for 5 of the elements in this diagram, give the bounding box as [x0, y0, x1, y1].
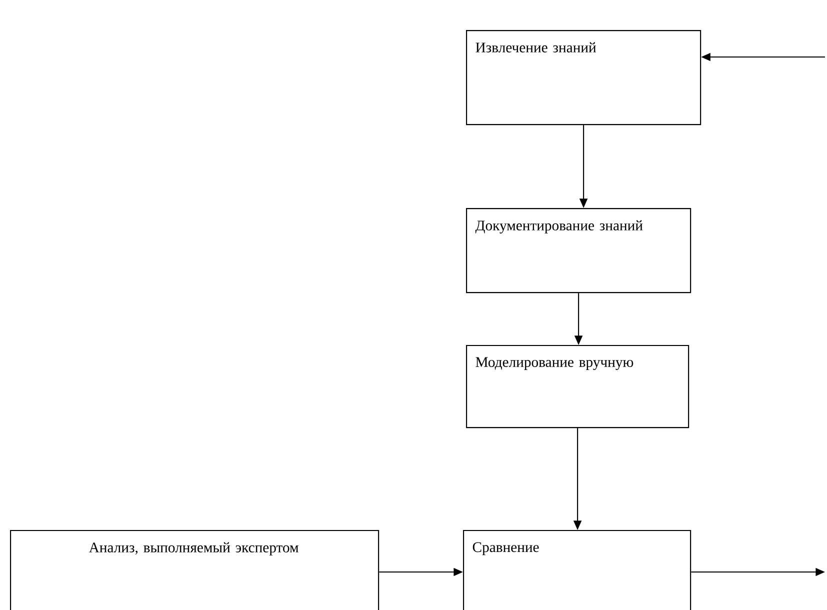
process-box: Документирование знаний	[466, 208, 692, 294]
process-box: Сравнение	[463, 530, 692, 610]
process-box: Моделирование вручную	[466, 345, 690, 428]
process-box: Извлечение знаний	[466, 30, 702, 126]
process-box: Анализ, выполняемый экспертом	[10, 530, 380, 610]
